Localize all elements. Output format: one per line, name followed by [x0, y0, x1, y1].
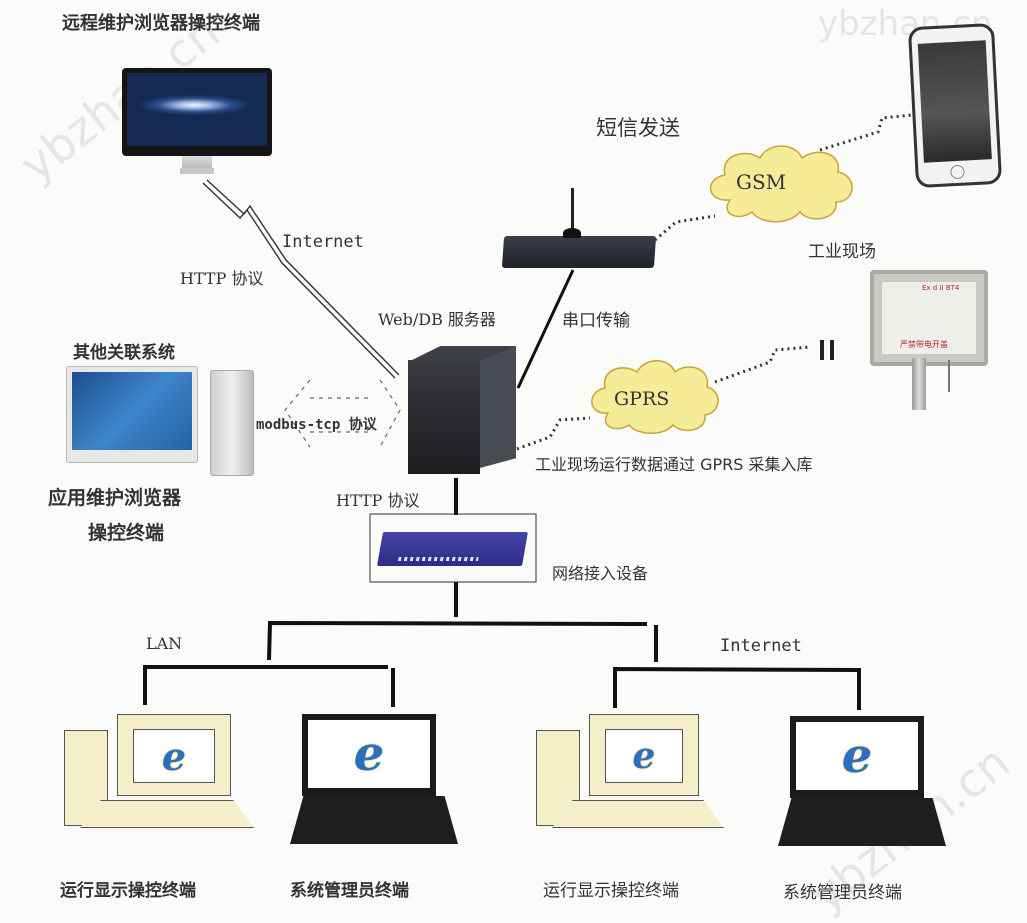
- sms-label: 短信发送: [596, 116, 680, 140]
- terminal-label-2: 系统管理员终端: [290, 881, 409, 901]
- industrial-site-label: 工业现场: [808, 242, 876, 262]
- monitor-base: [180, 168, 214, 174]
- internet-label-lower: Internet: [720, 636, 802, 656]
- gsm-modem: [501, 236, 657, 268]
- laptop-terminal-2: e: [290, 714, 458, 846]
- modbus-dashed-arrow: [284, 379, 401, 448]
- gsm-label: GSM: [736, 170, 787, 194]
- http-label-upper: HTTP 协议: [180, 269, 264, 288]
- terminal-label-1: 运行显示操控终端: [60, 881, 196, 901]
- device-antenna-2: [830, 340, 834, 360]
- internet-label-upper: Internet: [282, 232, 364, 252]
- laptop-base: [290, 796, 458, 844]
- remote-monitor: [122, 68, 272, 174]
- device-panel: Ex d II BT4 严禁带电开盖: [882, 282, 976, 354]
- device-warning-text: 严禁带电开盖: [900, 340, 948, 349]
- smartphone: [907, 22, 1003, 189]
- galaxy-screen: [127, 73, 267, 146]
- mac-monitor: [66, 366, 198, 463]
- desktop-terminal-3: e: [536, 714, 736, 834]
- internet-link-upper: [202, 179, 400, 379]
- mac-tower: [210, 370, 254, 476]
- gprs-collection-label: 工业现场运行数据通过 GPRS 采集入库: [535, 455, 813, 474]
- http-label-lower: HTTP 协议: [336, 491, 420, 510]
- distribution-bus: [267, 620, 648, 661]
- desktop-keyboard: [80, 800, 254, 828]
- device-brand: Ex d II BT4: [922, 284, 960, 292]
- desktop-monitor: e: [117, 714, 231, 796]
- server-side: [480, 346, 516, 468]
- device-pole: [912, 358, 926, 410]
- desktop-monitor: e: [589, 714, 699, 796]
- gsm-dotted-links: [654, 113, 913, 242]
- app-terminal-label-line2: 操控终端: [88, 522, 165, 544]
- gprs-label: GPRS: [614, 388, 670, 410]
- switch-frame: [369, 513, 537, 583]
- device-sensor: [948, 360, 950, 392]
- desktop-keyboard: [552, 800, 724, 828]
- laptop-base: [778, 798, 946, 846]
- lan-branch: [143, 665, 388, 705]
- network-switch: [377, 532, 528, 566]
- gsm-cloud: [709, 145, 853, 223]
- network-access-label: 网络接入设备: [552, 564, 649, 583]
- serial-link: [516, 269, 575, 389]
- laptop-terminal-4: e: [778, 716, 946, 848]
- terminal-label-3: 运行显示操控终端: [543, 881, 679, 901]
- laptop-screen: e: [790, 716, 924, 798]
- other-systems-label: 其他关联系统: [73, 343, 175, 363]
- ie-icon: e: [133, 729, 215, 783]
- gprs-cloud: [591, 360, 719, 434]
- industrial-device: Ex d II BT4 严禁带电开盖: [870, 270, 988, 366]
- phone-home-button: [950, 164, 965, 180]
- modbus-label: modbus-tcp 协议: [256, 417, 377, 433]
- internet-branch: [613, 666, 861, 710]
- web-db-server-label: Web/DB 服务器: [378, 310, 496, 329]
- ie-icon: e: [605, 729, 683, 783]
- app-terminal-label-line1: 应用维护浏览器: [48, 487, 182, 509]
- mac-screen: [72, 372, 192, 450]
- modem-antenna-base: [563, 228, 581, 238]
- desktop-terminal-1: e: [64, 712, 264, 832]
- web-db-server: [408, 346, 516, 474]
- remote-terminal-title: 远程维护浏览器操控终端: [62, 13, 260, 34]
- device-antenna-1: [820, 340, 824, 360]
- phone-screen: [917, 40, 992, 163]
- modem-antenna-icon: [571, 188, 574, 238]
- serial-transfer-label: 串口传输: [562, 311, 630, 331]
- lan-label: LAN: [146, 634, 183, 653]
- monitor-stand: [182, 156, 212, 168]
- laptop-screen: e: [302, 714, 436, 796]
- terminal-label-4: 系统管理员终端: [783, 883, 902, 903]
- switch-ports: [397, 557, 479, 561]
- ie-icon: e: [308, 720, 430, 788]
- server-front: [408, 360, 480, 474]
- ie-icon: e: [796, 722, 918, 790]
